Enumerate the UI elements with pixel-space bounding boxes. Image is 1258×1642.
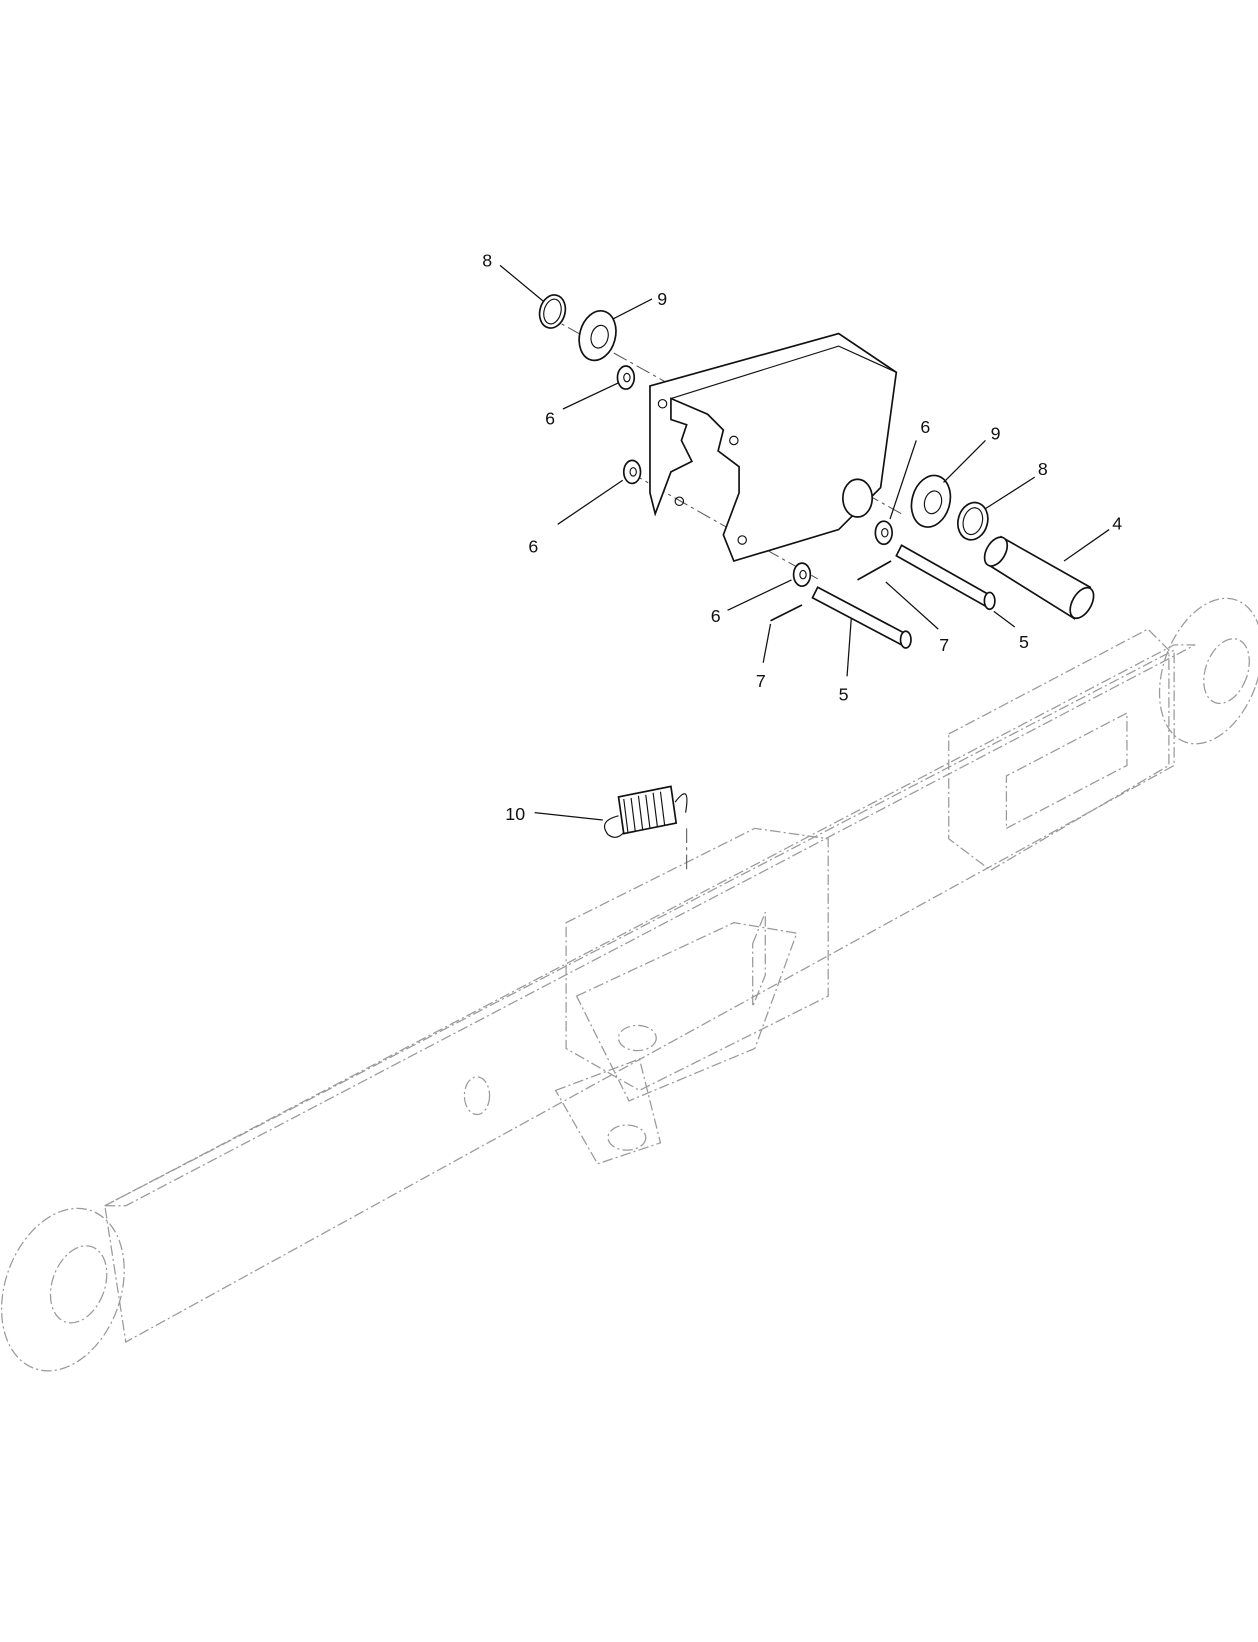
callout: 5 xyxy=(839,618,852,704)
callout-label: 8 xyxy=(1038,459,1048,479)
callout: 4 xyxy=(1063,514,1122,562)
callout: 7 xyxy=(756,623,772,691)
callout: 10 xyxy=(505,804,603,824)
cotter-pin xyxy=(857,560,892,581)
retaining-ring xyxy=(538,294,567,329)
callout-label: 6 xyxy=(528,537,538,557)
callout: 6 xyxy=(528,479,624,557)
callout-label: 7 xyxy=(939,635,949,655)
flat-washer xyxy=(616,365,636,390)
callout: 6 xyxy=(889,417,930,520)
callout-label: 4 xyxy=(1112,514,1122,534)
callout: 7 xyxy=(885,581,949,655)
callout-label: 10 xyxy=(505,804,525,824)
washer xyxy=(578,310,617,362)
clevis-pin xyxy=(811,586,912,649)
callout: 8 xyxy=(482,250,544,302)
callout-label: 8 xyxy=(482,250,492,270)
callout: 5 xyxy=(993,610,1029,652)
flat-washer xyxy=(622,459,642,485)
callout-label: 6 xyxy=(545,409,555,429)
callout-label: 9 xyxy=(991,423,1001,443)
extension-spring xyxy=(604,785,688,838)
callout-label: 6 xyxy=(920,417,930,437)
lift-arm-phantom xyxy=(0,597,1258,1372)
clevis-pin xyxy=(895,544,996,611)
pivot-pin xyxy=(983,535,1095,620)
callout: 9 xyxy=(943,423,1001,483)
callout: 8 xyxy=(985,459,1048,510)
flat-washer xyxy=(792,562,812,588)
flat-washer xyxy=(874,520,893,546)
callout-label: 5 xyxy=(839,684,849,704)
callout: 6 xyxy=(711,579,792,626)
bracket xyxy=(649,332,898,563)
callout-label: 5 xyxy=(1019,632,1029,652)
callout-label: 6 xyxy=(711,606,721,626)
callout: 6 xyxy=(545,382,619,429)
cotter-pin xyxy=(770,604,803,622)
callout: 9 xyxy=(612,289,667,320)
callout-label: 9 xyxy=(657,289,667,309)
callout-label: 7 xyxy=(756,671,766,691)
washer xyxy=(910,474,952,528)
retaining-ring xyxy=(957,501,989,541)
